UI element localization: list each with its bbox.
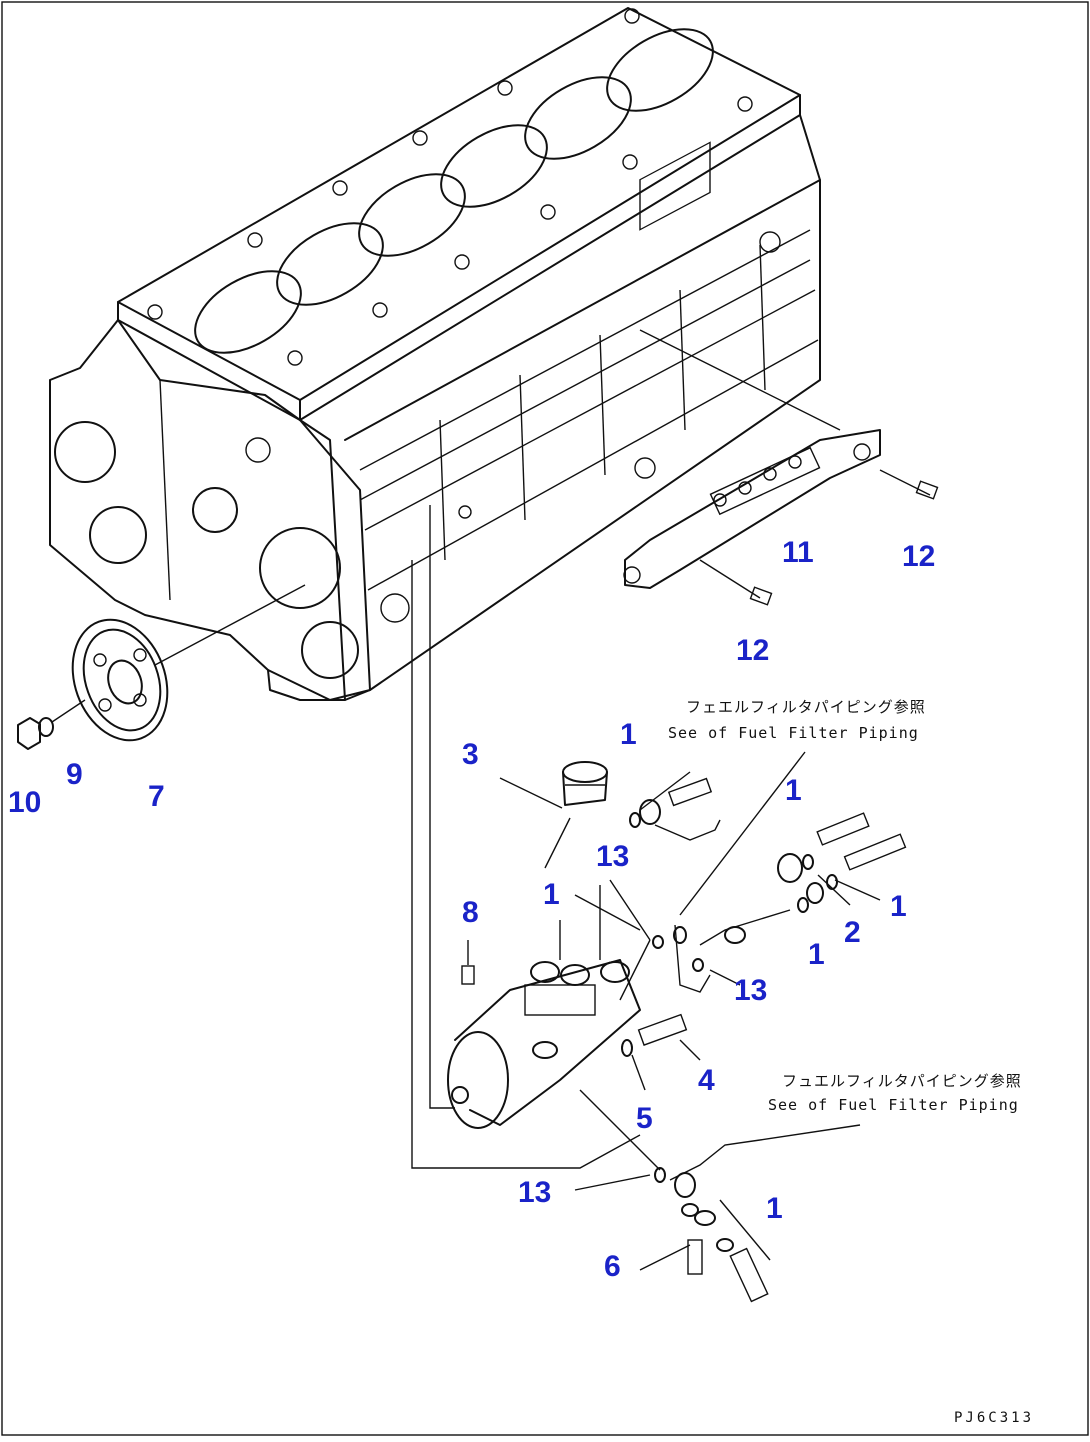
common-rail [623, 329, 939, 606]
callout-8: 8 [462, 896, 479, 929]
callout-10: 10 [8, 786, 42, 819]
callout-1: 1 [890, 890, 907, 923]
note-en-1: See of Fuel Filter Piping [668, 724, 919, 742]
drawing-code: PJ6C313 [954, 1410, 1035, 1426]
washer [38, 717, 54, 737]
callout-9: 9 [66, 758, 83, 791]
callout-13: 13 [734, 974, 768, 1007]
callout-13: 13 [518, 1176, 552, 1209]
callout-3: 3 [462, 738, 479, 771]
washer-5 [621, 1039, 633, 1057]
callout-13: 13 [596, 840, 630, 873]
callout-1: 1 [808, 938, 825, 971]
cylinder-block [49, 7, 821, 701]
callout-5: 5 [636, 1102, 653, 1135]
note-en-2: See of Fuel Filter Piping [768, 1096, 1019, 1114]
callout-6: 6 [604, 1250, 621, 1283]
callout-12: 12 [902, 540, 936, 573]
key [461, 965, 475, 985]
callout-4: 4 [698, 1064, 715, 1097]
callout-11: 11 [782, 536, 814, 569]
filter-cap [499, 761, 608, 869]
callout-1: 1 [785, 774, 802, 807]
callout-1: 1 [766, 1192, 783, 1225]
callout-7: 7 [148, 780, 165, 813]
note-jp-2: フュエルフィルタパイピング参照 [782, 1072, 1022, 1090]
callout-2: 2 [844, 916, 861, 949]
upper-piping [574, 751, 907, 993]
callout-1: 1 [620, 718, 637, 751]
bolt [637, 1013, 688, 1046]
drive-gear [71, 618, 169, 742]
note-jp-1: フェエルフィルタパイピング参照 [686, 698, 926, 716]
callout-12: 12 [736, 634, 770, 667]
bracket-line [429, 505, 455, 1109]
fuel-injection-pump [447, 885, 651, 1129]
callout-1: 1 [543, 878, 560, 911]
nut [17, 717, 41, 750]
bracket-line-2 [411, 560, 641, 1169]
lower-piping [574, 1089, 861, 1303]
